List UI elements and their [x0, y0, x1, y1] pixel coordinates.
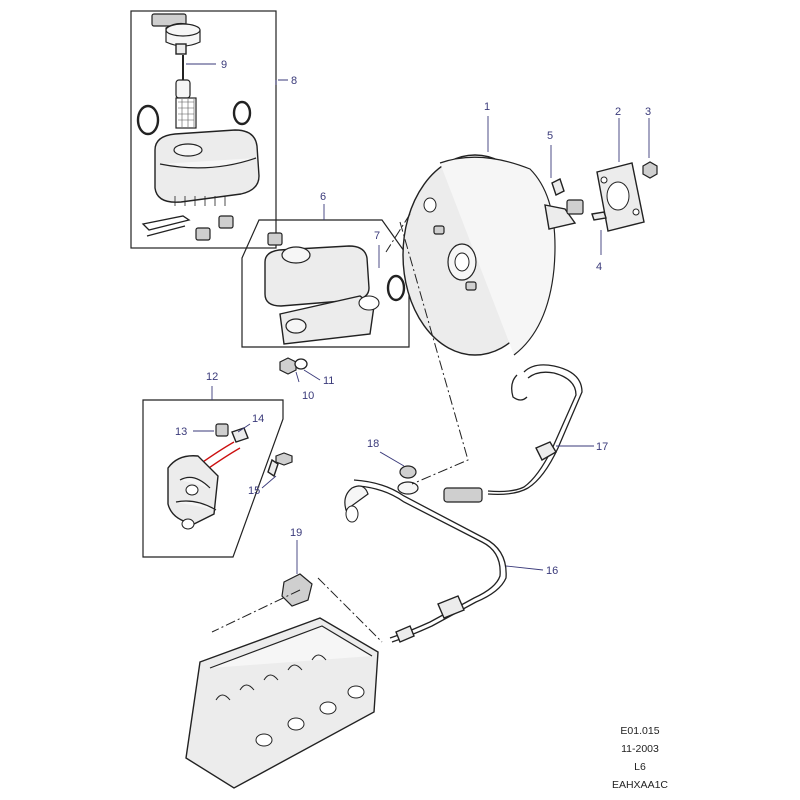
- illustration-code: EAHXAA1C: [611, 779, 668, 791]
- callout-4: 4: [596, 261, 602, 273]
- grommet: [397, 465, 419, 495]
- brake-servo: [402, 154, 584, 356]
- callout-17: 17: [596, 441, 608, 453]
- page-reference: E01.015: [620, 725, 660, 737]
- callout-18: 18: [367, 438, 379, 450]
- gasket: [596, 162, 645, 232]
- callout-10: 10: [302, 390, 314, 402]
- callout-2: 2: [615, 106, 621, 118]
- reservoir-kit-box: [130, 10, 277, 249]
- callout-7: 7: [374, 230, 380, 242]
- master-cylinder-box: [241, 219, 410, 348]
- servo-pin: [591, 211, 607, 221]
- leader-lines: [186, 63, 650, 574]
- engine-reference: L6: [634, 761, 646, 773]
- callout-6: 6: [320, 191, 326, 203]
- callout-5: 5: [547, 130, 553, 142]
- callout-12: 12: [206, 371, 218, 383]
- bolt: [267, 452, 293, 478]
- callout-1: 1: [484, 101, 490, 113]
- valve-box: [142, 399, 284, 558]
- manifold-fitting: [281, 573, 313, 607]
- callout-15: 15: [248, 485, 260, 497]
- vacuum-hose-rear: [443, 364, 583, 503]
- date-reference: 11-2003: [621, 743, 659, 755]
- callout-19: 19: [290, 527, 302, 539]
- callout-3: 3: [645, 106, 651, 118]
- callout-13: 13: [175, 426, 187, 438]
- nut-and-washer: [279, 357, 308, 375]
- callouts: 1 2 3 4 5 6 7 8 9 10 11 12 13 14 15 16 1…: [175, 59, 651, 577]
- callout-8: 8: [291, 75, 297, 87]
- routing-lines: [211, 213, 469, 643]
- callout-14: 14: [252, 413, 264, 425]
- callout-9: 9: [221, 59, 227, 71]
- reference-block: E01.015 11-2003 L6 EAHXAA1C: [612, 722, 668, 794]
- callout-11: 11: [323, 375, 334, 387]
- callout-16: 16: [546, 565, 558, 577]
- servo-nut: [642, 161, 658, 179]
- intake-manifold: [185, 617, 379, 789]
- vacuum-hose-front: [344, 479, 507, 643]
